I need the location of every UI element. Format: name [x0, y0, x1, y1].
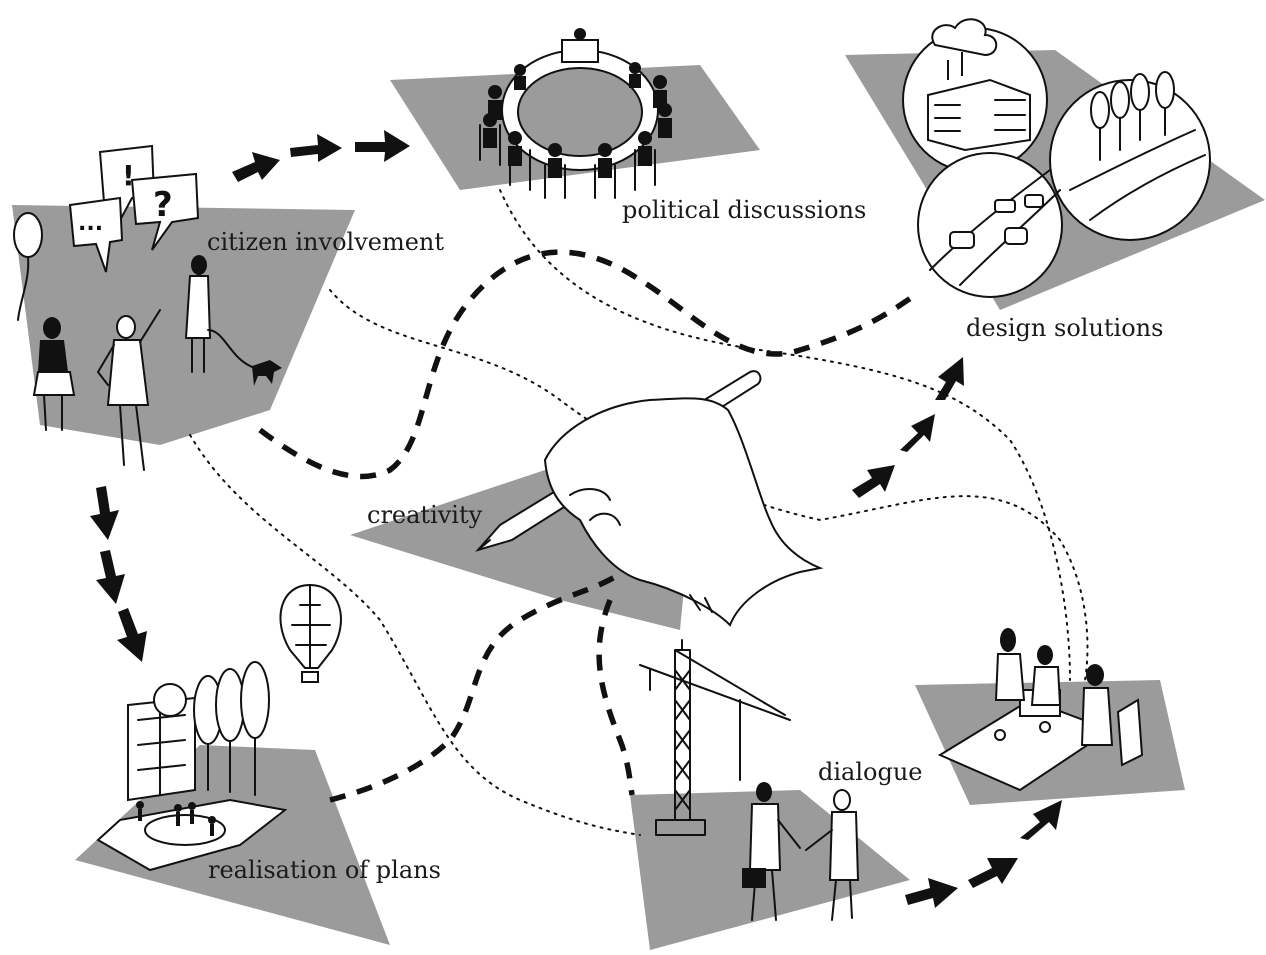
svg-text:...: ...: [78, 211, 103, 236]
car-icon: [929, 169, 1061, 286]
arrow-icon: [96, 550, 125, 604]
arrow-icon: [905, 878, 958, 908]
cup-icon: [994, 729, 1006, 741]
dotted-line-political-to-dialogue: [499, 189, 1071, 681]
person-icon: [1030, 645, 1062, 706]
label-citizen-involvement: citizen involvement: [207, 228, 445, 256]
svg-text:?: ?: [153, 185, 173, 225]
podium-icon: [561, 39, 599, 63]
city-plan-illustration: [96, 583, 342, 872]
dashed-curve-creativity-top: [258, 249, 917, 480]
arrows-citizen-to-political: [232, 130, 410, 182]
briefcase-icon: [742, 868, 766, 888]
meeting-table-illustration: [937, 628, 1144, 792]
person-icon: [805, 789, 860, 921]
arrow-icon: [935, 357, 964, 400]
panel-citizen-involvement: [12, 205, 355, 445]
citizen-illustration: ! ? ...: [13, 144, 282, 471]
chair-icon: [1116, 698, 1144, 767]
crane-illustration: [639, 639, 791, 836]
arrow-icon: [290, 134, 342, 162]
person-icon: [97, 309, 161, 471]
arrow-icon: [90, 486, 119, 540]
person-icon: [1080, 664, 1114, 746]
hand-icon: [543, 397, 824, 627]
speech-bubble-question: ?: [130, 172, 200, 251]
person-icon: [742, 782, 801, 921]
person-icon: [32, 317, 76, 431]
arrow-icon: [968, 858, 1018, 888]
people-playing: [136, 801, 216, 836]
handshake-illustration: [742, 782, 860, 921]
label-political-discussions: political discussions: [622, 196, 867, 224]
speech-bubble-ellipsis: ...: [68, 196, 124, 273]
arrow-icon: [355, 130, 410, 162]
round-table-illustration: [479, 28, 672, 199]
arrow-icon: [1020, 800, 1062, 840]
crane-icon: [639, 639, 791, 836]
arrow-icon: [852, 465, 895, 498]
cup-icon: [1039, 721, 1051, 733]
label-dialogue: dialogue: [818, 758, 923, 786]
seated-people: [483, 62, 672, 178]
arrow-icon: [232, 152, 280, 182]
person-icon: [994, 628, 1026, 701]
arrow-icon: [900, 414, 935, 452]
arrows-creativity-to-design: [852, 357, 964, 498]
dashed-curve-creativity-bottom: [329, 567, 627, 803]
tree-icon: [1069, 71, 1206, 221]
dashed-curve-to-crane: [596, 598, 635, 796]
label-design-solutions: design solutions: [966, 314, 1164, 342]
person-icon: [184, 255, 256, 373]
tree-icon: [153, 661, 270, 796]
dotted-line-citizen-to-dialogue: [329, 289, 1089, 681]
chairs: [479, 124, 656, 199]
traffic-circle: [917, 152, 1063, 298]
pond-icon: [144, 814, 226, 846]
arrows-dialogue-to-meeting: [905, 800, 1062, 908]
hand-with-pen-illustration: [474, 370, 824, 627]
design-solutions-illustration: [902, 18, 1211, 298]
label-creativity: creativity: [367, 501, 483, 529]
factory-icon: [927, 18, 1031, 152]
arrows-citizen-to-realisation: [90, 486, 147, 662]
label-realisation-of-plans: realisation of plans: [208, 856, 441, 884]
balloon-icon: [13, 212, 43, 258]
dog-icon: [252, 360, 282, 386]
arrow-icon: [117, 608, 147, 662]
